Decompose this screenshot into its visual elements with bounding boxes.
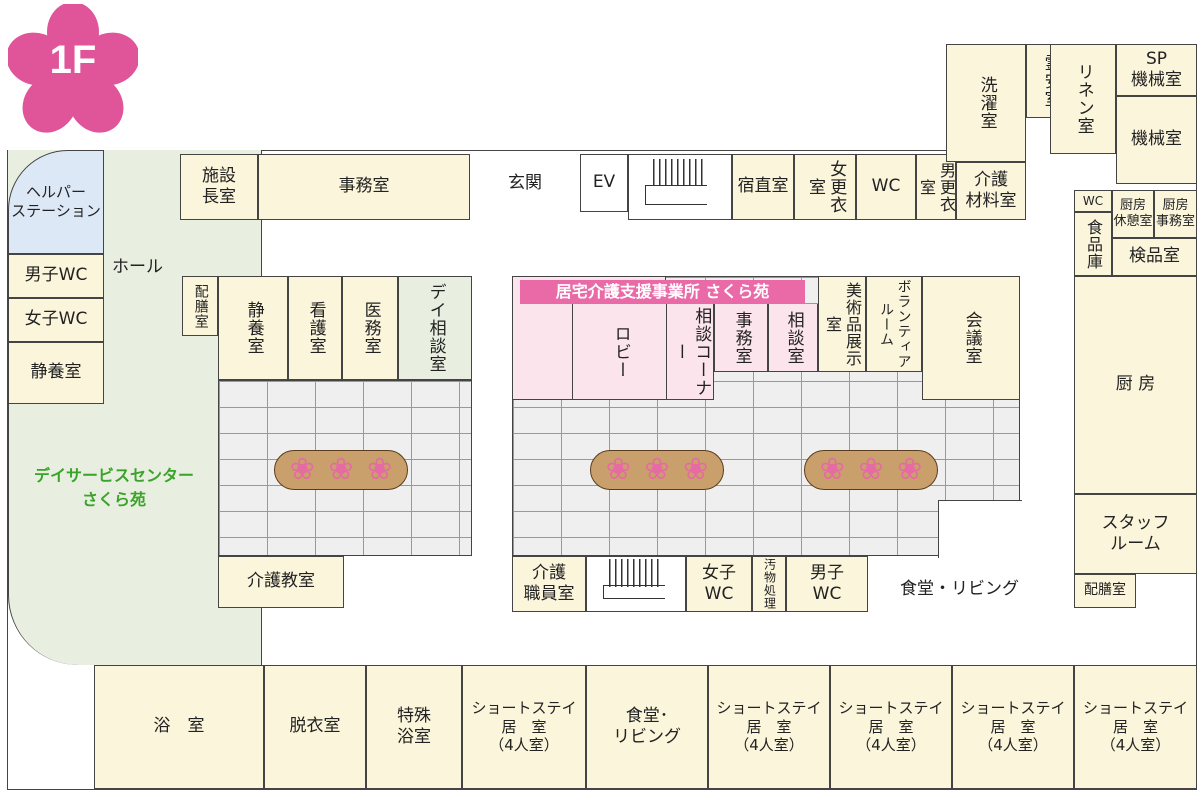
volunteer-label: ボランティアルーム bbox=[878, 279, 912, 369]
courtyard-notch bbox=[938, 500, 1022, 558]
medical-label: 医務室 bbox=[360, 301, 381, 355]
day-service-label: デイサービスセンター さくら苑 bbox=[33, 466, 194, 509]
cherry-blossom-icon: ❀ bbox=[819, 452, 845, 487]
soiled-room: 汚物処理 bbox=[752, 556, 786, 612]
cherry-blossom-icon: ❀ bbox=[605, 452, 631, 487]
art-display-label: 美術品展示室 bbox=[823, 281, 862, 367]
stairs-icon bbox=[609, 559, 663, 587]
womens-wc-left: 女子WC bbox=[8, 298, 104, 342]
linen-room: リネン室 bbox=[1050, 44, 1116, 154]
food-storage: 食品庫 bbox=[1074, 212, 1112, 276]
entrance-label: 玄関 bbox=[508, 173, 542, 193]
helper-station: ヘルパー ステーション bbox=[8, 150, 104, 254]
nursing-room: 看護室 bbox=[288, 276, 342, 380]
stair-landing-bottom bbox=[603, 585, 665, 599]
office-small: 事務室 bbox=[714, 304, 768, 372]
short-stay-room-3: ショートステイ 居 室 （4人室） bbox=[830, 665, 952, 789]
hall-label: ホール bbox=[112, 257, 163, 277]
consult-room: 相談室 bbox=[768, 304, 818, 372]
mens-changing: 男更衣室 bbox=[916, 154, 956, 220]
quiet-room-label: 静養室 bbox=[243, 301, 264, 355]
care-classroom: 介護教室 bbox=[218, 556, 344, 608]
short-stay-room-1: ショートステイ 居 室 （4人室） bbox=[462, 665, 586, 789]
food-storage-label: 食品庫 bbox=[1084, 218, 1103, 270]
center-planter-2: ❀ ❀ ❀ bbox=[804, 450, 938, 490]
undressing-room: 脱衣室 bbox=[264, 665, 366, 789]
wc-top: WC bbox=[856, 154, 916, 220]
machine-room: 機械室 bbox=[1116, 96, 1197, 184]
mens-changing-label: 男更衣室 bbox=[917, 161, 956, 213]
quiet-room-left: 静養室 bbox=[8, 342, 104, 404]
womens-changing-label: 女更衣室 bbox=[805, 160, 847, 214]
lobby: ロビー bbox=[572, 304, 668, 400]
linen-label: リネン室 bbox=[1073, 63, 1094, 135]
medical-room: 医務室 bbox=[342, 276, 398, 380]
volunteer-room: ボランティアルーム bbox=[866, 276, 922, 372]
consult-corner-label: 相談コーナー bbox=[670, 306, 712, 397]
inspection-room: 検品室 bbox=[1112, 238, 1197, 276]
lobby-label: ロビー bbox=[610, 324, 631, 379]
cherry-blossom-icon: ❀ bbox=[858, 452, 884, 487]
care-staff-room: 介護 職員室 bbox=[512, 556, 586, 612]
floor-label: 1F bbox=[49, 38, 97, 82]
cherry-blossom-icon: ❀ bbox=[367, 452, 393, 487]
meeting-room: 会議室 bbox=[922, 276, 1020, 400]
stairs-icon bbox=[653, 159, 705, 185]
staff-room: スタッフ ルーム bbox=[1074, 494, 1197, 574]
short-stay-room-2: ショートステイ 居 室 （4人室） bbox=[708, 665, 830, 789]
cherry-blossom-icon: ❀ bbox=[897, 452, 923, 487]
office-header: 居宅介護支援事業所 さくら苑 bbox=[520, 280, 805, 304]
laundry-label: 洗濯室 bbox=[976, 76, 997, 130]
soiled-label: 汚物処理 bbox=[762, 558, 777, 610]
mens-wc-mid: 男子 WC bbox=[786, 556, 868, 612]
left-planter: ❀ ❀ ❀ bbox=[274, 450, 408, 490]
womens-wc-mid: 女子 WC bbox=[686, 556, 752, 612]
center-planter-1: ❀ ❀ ❀ bbox=[590, 450, 724, 490]
short-stay-room-4: ショートステイ 居 室 （4人室） bbox=[952, 665, 1074, 789]
director-room: 施設 長室 bbox=[180, 154, 258, 220]
day-consult-label: デイ相談室 bbox=[425, 283, 446, 373]
consult-room-label: 相談室 bbox=[783, 310, 804, 365]
dining-living-label: 食堂・リビング bbox=[900, 579, 1019, 599]
cherry-blossom-icon: ❀ bbox=[644, 452, 670, 487]
bath-room: 浴 室 bbox=[94, 665, 264, 789]
kitchen: 厨 房 bbox=[1074, 276, 1197, 494]
ev: EV bbox=[580, 154, 628, 212]
sp-machine-room: SP 機械室 bbox=[1116, 44, 1197, 96]
consult-corner: 相談コーナー bbox=[666, 304, 714, 400]
office-main: 事務室 bbox=[258, 154, 470, 220]
office-small-label: 事務室 bbox=[731, 310, 752, 365]
night-duty-room: 宿直室 bbox=[732, 154, 794, 220]
serving-room-left: 配膳室 bbox=[182, 276, 218, 336]
stairs-top bbox=[628, 154, 732, 220]
cherry-blossom-icon: ❀ bbox=[683, 452, 709, 487]
art-display-room: 美術品展示室 bbox=[818, 276, 866, 372]
serving-left-label: 配膳室 bbox=[192, 283, 209, 329]
womens-changing: 女更衣室 bbox=[794, 154, 856, 220]
stair-landing bbox=[645, 185, 707, 205]
day-service-curve bbox=[8, 150, 108, 665]
kitchen-office: 厨房 事務室 bbox=[1154, 190, 1197, 238]
serving-room-right: 配膳室 bbox=[1074, 574, 1136, 608]
nursing-label: 看護室 bbox=[305, 301, 326, 355]
special-bath: 特殊 浴室 bbox=[366, 665, 462, 789]
quiet-room: 静養室 bbox=[218, 276, 288, 380]
mens-wc-left: 男子WC bbox=[8, 254, 104, 298]
cherry-blossom-icon: ❀ bbox=[289, 452, 315, 487]
sakura-badge-icon bbox=[6, 2, 140, 133]
floor-badge: 1F bbox=[6, 2, 140, 134]
day-consult-room: デイ相談室 bbox=[398, 276, 472, 380]
dining-bottom: 食堂･ リビング bbox=[586, 665, 708, 789]
short-stay-room-5: ショートステイ 居 室 （4人室） bbox=[1074, 665, 1197, 789]
kitchen-rest: 厨房 休憩室 bbox=[1112, 190, 1154, 238]
stairs-bottom bbox=[586, 556, 686, 612]
laundry: 洗濯室 bbox=[946, 44, 1026, 162]
care-supplies: 介護 材料室 bbox=[956, 162, 1026, 220]
meeting-label: 会議室 bbox=[961, 311, 982, 365]
wc-small: WC bbox=[1074, 190, 1112, 212]
cherry-blossom-icon: ❀ bbox=[328, 452, 354, 487]
